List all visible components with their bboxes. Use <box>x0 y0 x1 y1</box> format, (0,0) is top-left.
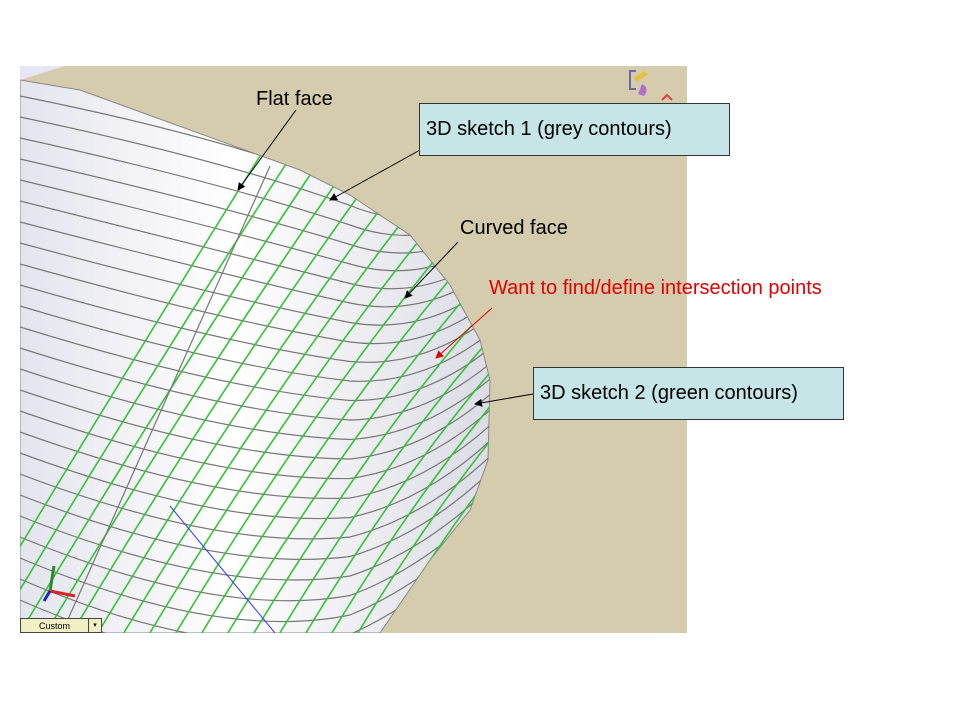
grey-contour-line <box>20 305 490 382</box>
close-sketch-icon[interactable] <box>661 93 673 101</box>
dropdown-value: Custom <box>38 620 70 631</box>
sketch2-callout: 3D sketch 2 (green contours) <box>533 367 844 420</box>
flat-face-label: Flat face <box>256 88 333 110</box>
green-contour-line <box>89 195 391 633</box>
green-contour-line <box>37 179 339 633</box>
green-contour-line <box>20 163 287 633</box>
intersection-note: Want to find/define intersection points <box>489 277 822 299</box>
grey-contour-line <box>20 335 490 421</box>
grey-contour-line <box>20 263 490 345</box>
green-contour-line <box>63 187 365 633</box>
grey-contour-line <box>20 440 490 560</box>
intersection-arrow <box>435 307 493 359</box>
grey-contour-line <box>20 380 490 480</box>
green-contour-line <box>167 219 469 633</box>
grey-contour-line <box>20 365 490 460</box>
sketch-pencil-icon[interactable] <box>629 70 648 90</box>
3d-model-view[interactable] <box>20 66 687 633</box>
sketch1-callout: 3D sketch 1 (grey contours) <box>419 103 730 156</box>
cad-viewport[interactable]: Custom ▾ <box>20 66 687 633</box>
curved-face-arrow <box>404 241 459 299</box>
triad-icon <box>42 565 76 602</box>
curved-face-label: Curved face <box>460 217 568 239</box>
flat-face-arrow <box>237 109 297 191</box>
background-corner <box>20 66 65 80</box>
green-contour-line <box>115 203 417 633</box>
grey-contour-line <box>20 395 490 500</box>
grey-contour-line <box>20 425 490 540</box>
green-contour-line <box>20 155 261 633</box>
face-boundary-edge <box>64 165 271 627</box>
green-contour-line <box>349 275 490 633</box>
rotate-arrow-icon[interactable] <box>638 84 647 96</box>
green-contour-line <box>245 243 490 633</box>
grey-contour-line <box>20 350 490 441</box>
sketch2-arrow <box>474 393 534 407</box>
green-contour-line <box>271 251 490 633</box>
green-contour-line <box>141 211 443 633</box>
grey-contour-line <box>20 455 490 581</box>
chevron-down-icon[interactable]: ▾ <box>88 619 101 632</box>
axis-line <box>169 505 276 633</box>
green-contour-line <box>323 267 490 633</box>
green-contour-line <box>297 259 490 633</box>
sketch1-arrow <box>329 149 421 201</box>
grey-contour-line <box>20 320 490 402</box>
view-orientation-dropdown[interactable]: Custom ▾ <box>20 618 102 633</box>
